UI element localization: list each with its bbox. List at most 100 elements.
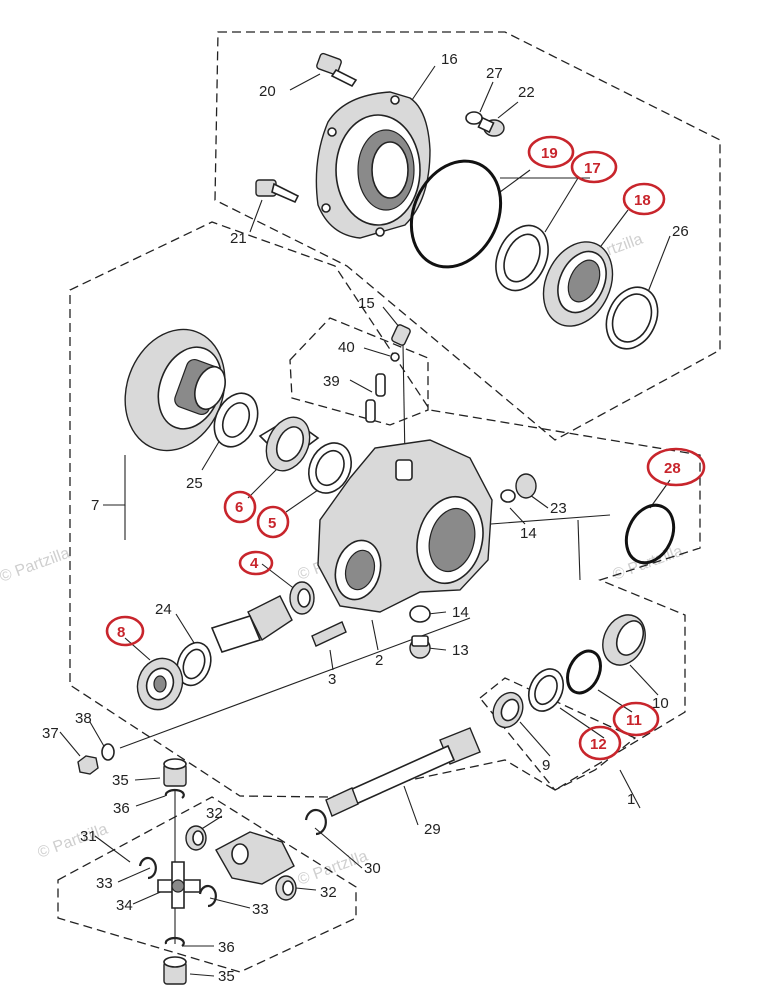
bearing-8 — [136, 657, 184, 711]
callout-39: 39 — [323, 373, 340, 390]
watermark-text: © Partzilla — [296, 848, 371, 889]
bolt-22 — [477, 116, 505, 137]
washer-38 — [101, 743, 115, 761]
bearing-18 — [542, 241, 614, 327]
shim-26 — [605, 286, 659, 350]
bearing-cup-35-top — [163, 758, 187, 787]
callout-2: 2 — [375, 652, 383, 669]
callout-5: 5 — [268, 515, 276, 532]
callout-11: 11 — [626, 712, 642, 729]
bearing-cup-35-bottom — [163, 956, 187, 985]
pin-15 — [391, 324, 411, 346]
callout-1: 1 — [627, 791, 635, 808]
callout-27: 27 — [486, 65, 503, 82]
callout-8: 8 — [117, 624, 125, 641]
circlip-30 — [304, 808, 327, 836]
spider-34 — [157, 861, 201, 909]
bolt-20 — [316, 52, 358, 88]
bearing-9 — [492, 691, 524, 729]
callout-19: 19 — [541, 145, 558, 162]
washer-25 — [213, 392, 259, 448]
bearing-6 — [258, 416, 320, 472]
ring-gear-7 — [124, 328, 226, 452]
callout-29: 29 — [424, 821, 441, 838]
circlip-33b — [198, 884, 217, 908]
drive-shaft-29 — [325, 727, 481, 817]
circlip-36-top — [164, 788, 185, 799]
callout-14: 14 — [452, 604, 469, 621]
highlight-ring-4 — [238, 550, 274, 576]
callout-31: 31 — [80, 828, 97, 845]
pin-group-outline — [289, 317, 429, 426]
callout-36: 36 — [218, 939, 235, 956]
callout-35: 35 — [112, 772, 129, 789]
cover-parts — [255, 52, 659, 350]
callout-15: 15 — [358, 295, 375, 312]
callout-9: 9 — [542, 757, 550, 774]
callout-40: 40 — [338, 339, 355, 356]
callout-32: 32 — [206, 805, 223, 822]
highlight-ring-17 — [570, 150, 618, 184]
highlight-ring-5 — [256, 505, 290, 539]
callout-32: 32 — [320, 884, 337, 901]
highlight-ring-19 — [527, 135, 575, 169]
callout-14: 14 — [520, 525, 537, 542]
pin-39a — [375, 373, 386, 397]
main-assembly-outline — [69, 221, 701, 798]
callout-labels: 16 20 27 22 19 17 18 21 26 15 40 39 25 7… — [42, 51, 689, 985]
gear-parts — [77, 324, 676, 775]
callout-20: 20 — [259, 83, 276, 100]
pinion-gear — [210, 595, 293, 653]
bearing-32-left — [185, 825, 207, 851]
callout-28: 28 — [664, 460, 681, 477]
yoke — [215, 831, 295, 885]
ujoint-group-outline — [57, 796, 357, 973]
highlight-ring-28 — [646, 447, 706, 487]
shim-24 — [176, 641, 212, 687]
washer-27 — [465, 111, 483, 125]
highlight-ring-11 — [612, 701, 660, 737]
callout-3: 3 — [328, 671, 336, 688]
oil-seal-12 — [527, 668, 565, 712]
plug-23 — [515, 473, 537, 499]
callout-10: 10 — [652, 695, 669, 712]
bolt-21 — [255, 179, 300, 204]
washer-14a — [500, 489, 516, 503]
callout-34: 34 — [116, 897, 133, 914]
universal-joint-parts — [138, 758, 297, 985]
oil-seal-5 — [308, 442, 352, 494]
callout-36: 36 — [113, 800, 130, 817]
plug-13 — [409, 635, 431, 659]
oil-seal-17 — [495, 224, 549, 292]
callout-33: 33 — [252, 901, 269, 918]
collar-10 — [602, 614, 646, 666]
bearing-4 — [289, 581, 315, 615]
callout-13: 13 — [452, 642, 469, 659]
output-parts — [304, 614, 646, 836]
o-ring-19 — [409, 159, 503, 269]
callout-21: 21 — [230, 230, 247, 247]
callout-22: 22 — [518, 84, 535, 101]
callout-38: 38 — [75, 710, 92, 727]
highlight-circles — [105, 135, 706, 761]
watermark-text: © Partzilla — [0, 545, 72, 586]
callout-6: 6 — [235, 499, 243, 516]
highlight-ring-12 — [578, 725, 622, 761]
callout-26: 26 — [672, 223, 689, 240]
o-ring-11 — [566, 649, 602, 695]
callout-17: 17 — [584, 160, 601, 177]
stud-3 — [311, 621, 347, 647]
o-ring-28 — [624, 503, 676, 565]
callout-16: 16 — [441, 51, 458, 68]
highlight-ring-18 — [622, 182, 666, 216]
washer-14b — [409, 605, 431, 623]
cover-16 — [315, 91, 431, 239]
callout-25: 25 — [186, 475, 203, 492]
callout-37: 37 — [42, 725, 59, 742]
callout-18: 18 — [634, 192, 651, 209]
watermark-text: © Partzilla — [36, 821, 111, 862]
cover-group-outline — [214, 31, 721, 441]
callout-7: 7 — [91, 497, 99, 514]
bearing-32-right — [275, 875, 297, 901]
